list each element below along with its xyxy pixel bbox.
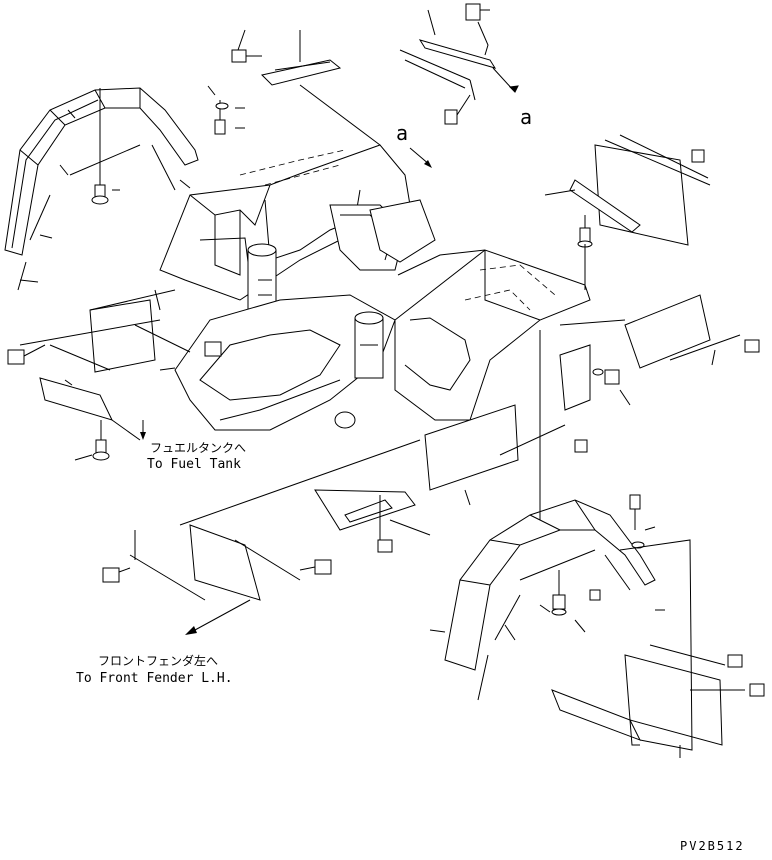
right-upper-panel — [544, 134, 711, 290]
detail-a-plate — [399, 3, 519, 125]
top-cover-plates — [231, 29, 381, 146]
callout-a-side: a — [520, 105, 532, 129]
fender-bolt-set — [91, 88, 229, 205]
right-middle-panel — [559, 294, 760, 411]
front-fender-label-en: To Front Fender L.H. — [76, 671, 233, 686]
right-rear-fender — [444, 330, 656, 701]
center-lower-panels — [314, 404, 588, 553]
left-middle-panel — [7, 289, 222, 461]
callout-a-top: a — [396, 121, 408, 145]
front-fender-label-jp: フロントフェンダ左へ — [98, 653, 218, 668]
leader-lines — [19, 85, 716, 641]
floor-frame-assembly — [159, 144, 591, 431]
fuel-tank-label-jp: フュエルタンクへ — [150, 441, 246, 455]
fuel-tank-label-en: To Fuel Tank — [147, 457, 241, 472]
left-lower-panel — [102, 439, 421, 635]
left-rear-fender — [4, 87, 199, 291]
drawing-code: PV2B512 — [680, 839, 745, 853]
bottom-right-panel — [551, 539, 765, 758]
